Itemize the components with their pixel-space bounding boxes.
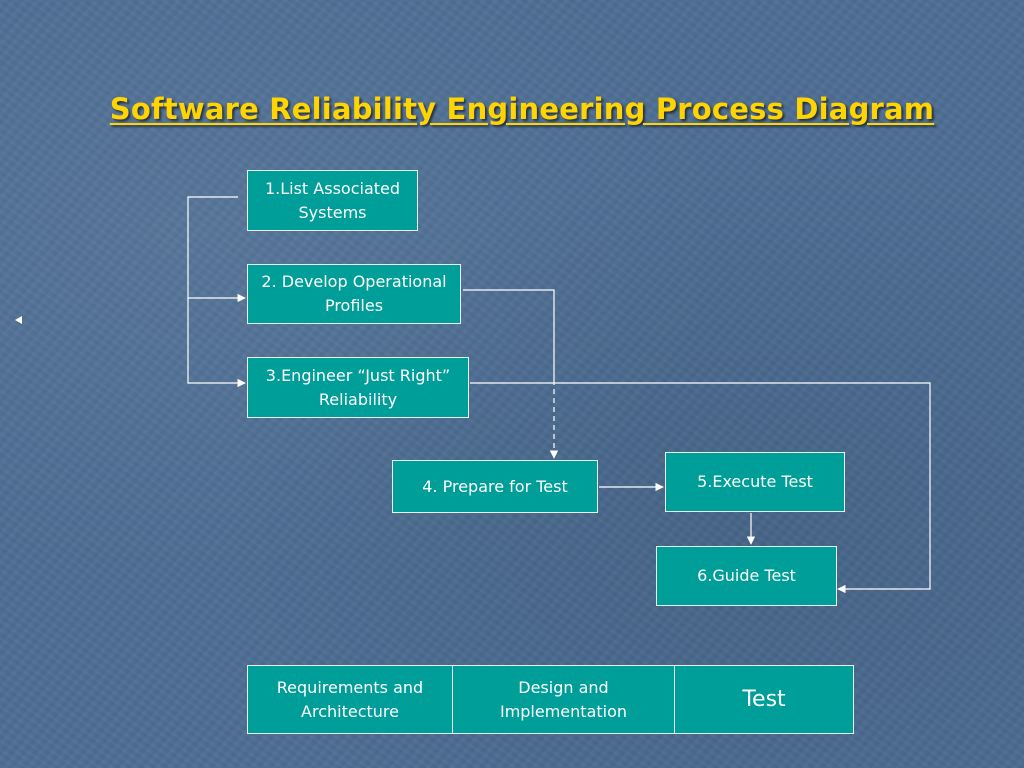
step-guide-test: 6.Guide Test (656, 546, 837, 606)
step-execute-test-label: 5.Execute Test (697, 472, 813, 491)
phase-requirements-cell: Requirements and Architecture (248, 666, 453, 733)
phase-design-label: Design and Implementation (499, 677, 628, 721)
step-develop-operational-profiles: 2. Develop Operational Profiles (247, 264, 461, 324)
connector-1-to-2 (187, 196, 246, 303)
step-develop-operational-profiles-label: 2. Develop Operational Profiles (261, 272, 447, 315)
phase-design-cell: Design and Implementation (453, 666, 675, 733)
slide-title: Software Reliability Engineering Process… (109, 92, 935, 126)
phase-table: Requirements and Architecture Design and… (247, 665, 854, 734)
step-prepare-for-test: 4. Prepare for Test (392, 460, 598, 513)
step-list-associated-systems-label: 1.List Associated Systems (264, 178, 401, 222)
step-execute-test: 5.Execute Test (665, 452, 845, 512)
step-engineer-reliability: 3.Engineer “Just Right” Reliability (247, 357, 469, 418)
step-guide-test-label: 6.Guide Test (697, 566, 796, 585)
phase-test-cell: Test (675, 666, 853, 733)
bullet-arrow-icon (15, 316, 22, 324)
connector-3-to-6 (470, 382, 931, 594)
phase-requirements-label: Requirements and Architecture (276, 677, 424, 721)
step-prepare-for-test-label: 4. Prepare for Test (422, 476, 568, 496)
connector-1-to-3 (187, 298, 246, 388)
phase-test-label: Test (742, 686, 786, 712)
connector-2-to-4-solid (463, 289, 555, 380)
step-list-associated-systems: 1.List Associated Systems (247, 170, 418, 231)
step-engineer-reliability-label: 3.Engineer “Just Right” Reliability (265, 365, 451, 409)
